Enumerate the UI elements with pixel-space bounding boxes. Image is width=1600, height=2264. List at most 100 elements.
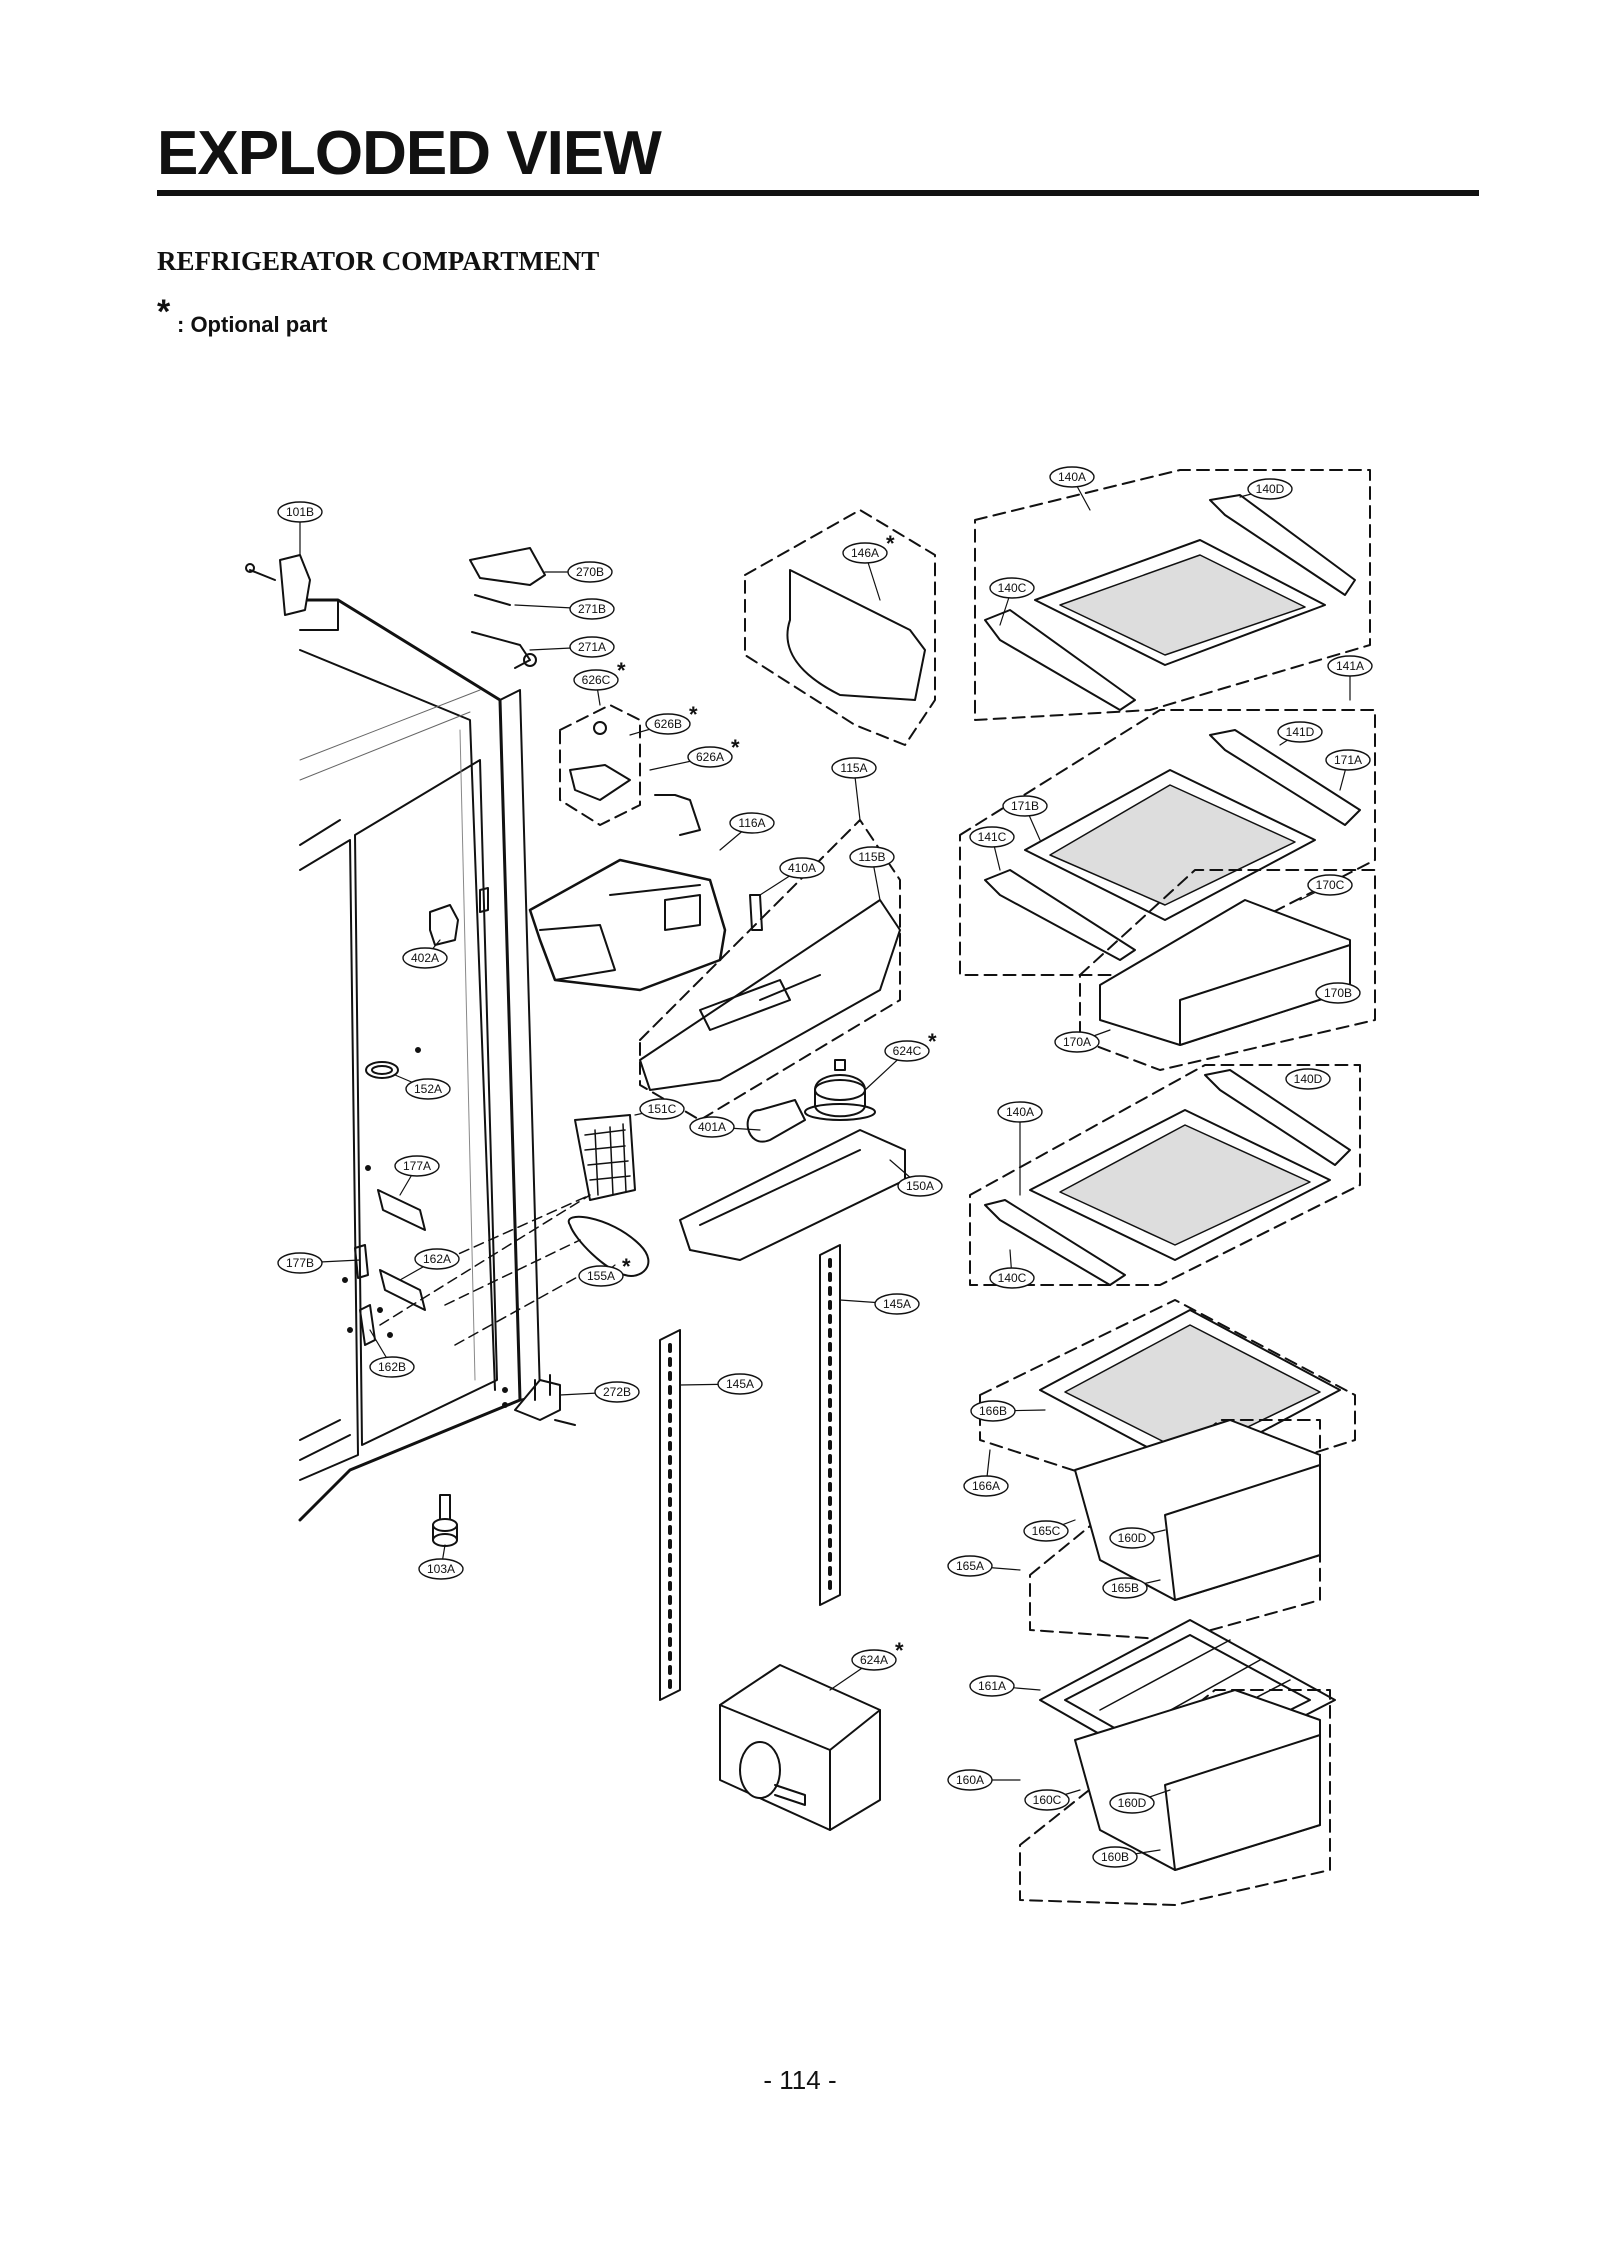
callout-bubble (1049, 466, 1095, 488)
callout-bubble (1315, 982, 1361, 1004)
callout-bubble (573, 669, 619, 691)
callout-label: 624A (860, 1653, 888, 1667)
callout-160d: 160D (1109, 1789, 1171, 1814)
callout-label: 101B (286, 505, 314, 519)
optional-star-icon: * (731, 735, 740, 760)
callout-label: 160D (1118, 1531, 1147, 1545)
callout-166b: 166B (970, 1400, 1046, 1422)
callout-bubble (849, 846, 895, 868)
callout-label: 177B (286, 1256, 314, 1270)
callout-bubble (842, 542, 888, 564)
callout-bubble (639, 1098, 685, 1120)
callout-bubble (947, 1769, 993, 1791)
callout-label: 170A (1063, 1035, 1091, 1049)
callout-label: 165B (1111, 1581, 1139, 1595)
callout-bubble (1024, 1789, 1070, 1811)
callout-label: 150A (906, 1179, 934, 1193)
callout-bubble (687, 746, 733, 768)
callout-171a: 171A (1325, 749, 1371, 791)
callout-146a: 146A* (842, 531, 895, 601)
callout-label: 115A (840, 761, 867, 775)
callout-bubble (567, 561, 613, 583)
callout-label: 115B (858, 850, 885, 864)
callout-140c: 140C (989, 1249, 1035, 1289)
callout-label: 140C (998, 1271, 1027, 1285)
callout-115a: 115A (831, 757, 877, 821)
callout-label: 160C (1033, 1793, 1062, 1807)
callout-bubble (1285, 1068, 1331, 1090)
cabinet-drawing (245, 554, 576, 1547)
callout-160a: 160A (947, 1769, 1021, 1791)
callout-label: 271B (578, 602, 606, 616)
callout-label: 151C (648, 1102, 677, 1116)
callout-label: 624C (893, 1044, 922, 1058)
callout-label: 626A (696, 750, 724, 764)
callout-label: 140A (1006, 1105, 1034, 1119)
callout-label: 171B (1011, 799, 1039, 813)
callout-bubble (1109, 1792, 1155, 1814)
callout-401a: 401A (689, 1116, 761, 1138)
callout-bubble (969, 1675, 1015, 1697)
callout-162b: 162B (369, 1329, 415, 1378)
callout-270b: 270B (544, 561, 613, 583)
callout-140d: 140D (1285, 1068, 1331, 1090)
callout-bubble (970, 1400, 1016, 1422)
callout-626a: 626A * (649, 735, 740, 771)
callout-141d: 141D (1277, 721, 1323, 746)
callout-label: 171A (1334, 753, 1362, 767)
callout-bubble (997, 1101, 1043, 1123)
callout-152a: 152A (394, 1074, 451, 1100)
callout-bubble (729, 812, 775, 834)
callout-140a: 140A (997, 1101, 1043, 1196)
optional-star-icon: * (157, 293, 171, 331)
callout-140c: 140C (989, 577, 1035, 626)
page-title: EXPLODED VIEW (157, 119, 662, 188)
callout-150a: 150A (889, 1159, 943, 1197)
callout-label: 402A (411, 951, 439, 965)
callout-162a: 162A (399, 1248, 460, 1281)
callout-bubble (277, 501, 323, 523)
control-assembly-drawing (379, 547, 906, 1346)
callout-161a: 161A (969, 1675, 1041, 1697)
callout-bubble (1247, 478, 1293, 500)
callout-177b: 177B (277, 1252, 361, 1274)
callout-label: 141A (1336, 659, 1364, 673)
optional-star-icon: * (895, 1638, 904, 1663)
callout-label: 152A (414, 1082, 442, 1096)
callout-bubble (851, 1649, 897, 1671)
callout-624a: 624A * (829, 1638, 904, 1691)
callout-bubble (569, 598, 615, 620)
callout-402a: 402A (402, 939, 448, 969)
callout-bubble (831, 757, 877, 779)
callout-624c: 624C* (864, 1029, 937, 1091)
callout-label: 166A (972, 1479, 1000, 1493)
callout-label: 160B (1101, 1850, 1129, 1864)
callout-626c: 626C * (573, 658, 626, 706)
callout-bubble (1023, 1520, 1069, 1542)
callout-label: 160D (1118, 1796, 1147, 1810)
optional-star-icon: * (617, 658, 626, 683)
callout-label: 271A (578, 640, 606, 654)
callout-271a: 271A (529, 636, 615, 658)
callout-145a: 145A (839, 1293, 920, 1315)
callout-label: 140A (1058, 470, 1086, 484)
callout-bubble (645, 713, 691, 735)
callout-label: 140C (998, 581, 1027, 595)
callout-165c: 165C (1023, 1519, 1076, 1542)
callout-bubble (569, 636, 615, 658)
callout-bubble (779, 857, 825, 879)
callout-160b: 160B (1092, 1846, 1161, 1868)
bin-146a-drawing (744, 509, 936, 746)
rails-drawing (659, 1244, 881, 1831)
callout-bubble (969, 826, 1015, 848)
title-rule (157, 190, 1479, 196)
shelves-drawing (959, 469, 1376, 1906)
callout-626b: 626B* (629, 702, 698, 736)
callout-410a: 410A (759, 857, 825, 896)
callout-116a: 116A (719, 812, 775, 851)
callout-bubble (418, 1558, 464, 1580)
callout-label: 626C (582, 673, 611, 687)
callout-bubble (369, 1356, 415, 1378)
